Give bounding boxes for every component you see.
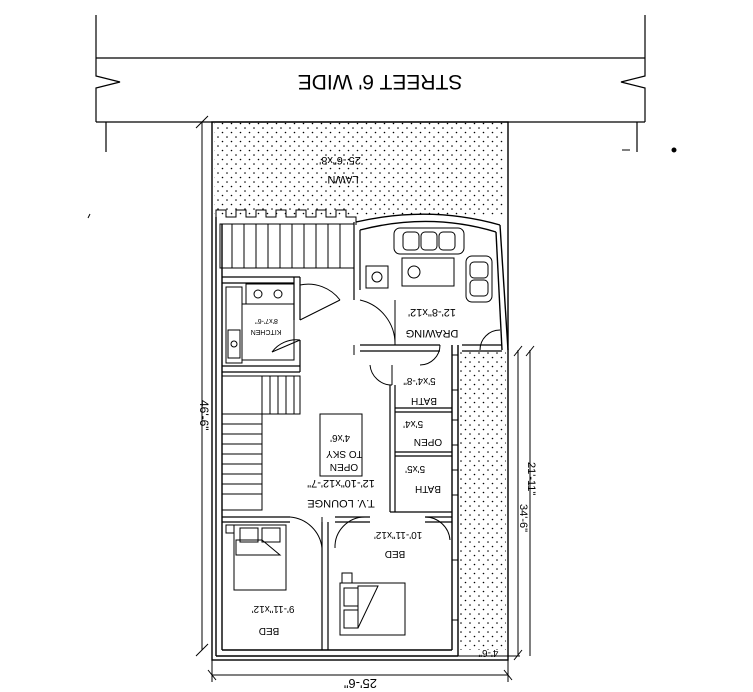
open-small-name: OPEN (414, 436, 442, 447)
bath1-name: BATH (411, 395, 437, 406)
dim-right-partial: 21'-11" (525, 462, 537, 495)
door-swings (271, 283, 501, 549)
open-small-size: 5'x4' (403, 418, 423, 429)
house-walls (215, 213, 509, 657)
drawing-size: 12'-8"x12' (408, 306, 456, 318)
dim-setback: 4'-6" (478, 647, 498, 658)
stray-marks (87, 147, 677, 219)
kitchen-size: 8'x7'-6" (255, 317, 278, 324)
windows (451, 354, 459, 621)
partitions (222, 222, 502, 650)
lawn-area (214, 122, 504, 217)
bed-left-name: BED (259, 625, 280, 636)
dim-right-total: 34'-6" (517, 504, 529, 532)
side-open-area (460, 350, 506, 650)
lounge-name: T.V. LOUNGE (307, 497, 374, 509)
bed-left-size: 9'-11"x12' (252, 603, 295, 614)
front-grille (215, 209, 357, 269)
street-label: STREET 6' WIDE (298, 70, 463, 93)
bed-right-name: BED (385, 548, 406, 559)
open-sky-line1: OPEN (330, 461, 358, 472)
bed-left (225, 524, 287, 591)
open-to-sky-box (319, 413, 363, 477)
open-sky-line2: TO SKY (326, 448, 363, 459)
bath1-size: 5'x4'-8" (403, 375, 436, 386)
bath2-name: BATH (415, 483, 441, 494)
bed-right-size: 10'-11"x12' (374, 529, 422, 540)
bath2-size: 5'x5' (405, 463, 425, 474)
staircase (221, 375, 301, 511)
kitchen-name: KITCHEN (251, 328, 282, 335)
plot-boundary (211, 121, 509, 661)
dim-bottom-width: 25'-6" (343, 676, 377, 691)
drawing-name: DRAWING (406, 327, 459, 339)
open-sky-size: 4'x6' (330, 432, 350, 443)
dim-left-height: 46'-6" (197, 400, 211, 431)
dimension-lines (195, 115, 535, 682)
drawing-furniture (365, 227, 493, 303)
lounge-size: 12'-10"x12'-7" (307, 477, 375, 489)
bed-right (339, 572, 406, 636)
lawn-size: 25'-6"x8' (319, 154, 361, 166)
kitchen-fixtures (225, 283, 295, 364)
lawn-name: LAWN (327, 173, 358, 185)
